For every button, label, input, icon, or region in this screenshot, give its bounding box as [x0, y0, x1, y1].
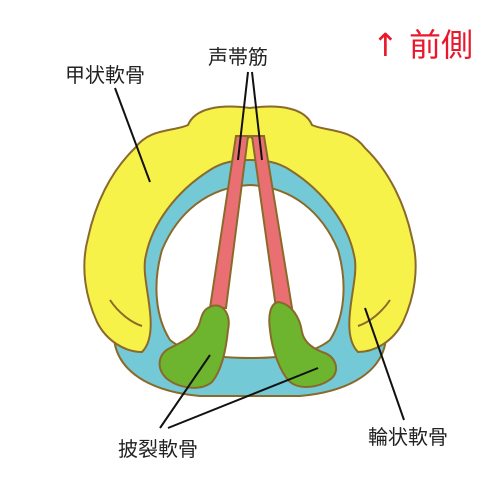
thyroid-shape [83, 105, 417, 354]
thyroid-label: 甲状軟骨 [65, 63, 145, 87]
cricoid-label: 輪状軟骨 [368, 425, 448, 449]
thyroid-leader [114, 87, 151, 183]
vocal-cord-label: 声帯筋 [208, 45, 268, 69]
vocal-leader-left [237, 71, 249, 161]
thyroid-cartilage [83, 105, 417, 354]
thyroid-right-horn [357, 299, 391, 327]
left-arytenoid [158, 304, 230, 389]
right-arytenoid [268, 300, 338, 388]
vocal-leader-right [251, 71, 263, 161]
direction-label: ↑ 前側 [372, 26, 473, 64]
left-vocal-cord [208, 135, 250, 309]
arytenoid-label: 披裂軟骨 [118, 437, 198, 461]
arytenoid-cartilages [158, 300, 338, 389]
thyroid-left-horn [109, 299, 143, 327]
arytenoid-leader-right [167, 367, 319, 429]
arytenoid-leader-left [159, 354, 211, 429]
cricoid-leader [364, 307, 405, 421]
leader-lines [114, 71, 405, 429]
